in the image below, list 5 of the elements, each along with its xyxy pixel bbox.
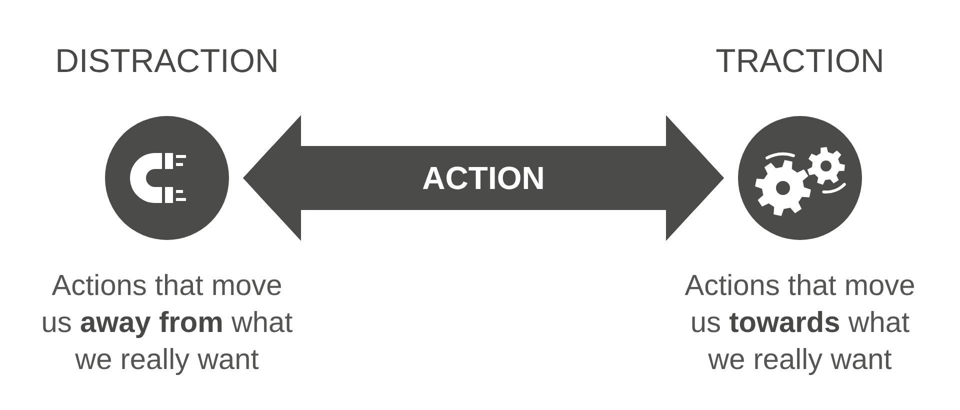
node-description: Actions that move us towards what we really want: [684, 269, 916, 378]
node-title: DISTRACTION: [55, 41, 279, 81]
node-description: Actions that move us away from what we really want: [40, 269, 294, 378]
double-arrow: [243, 115, 724, 241]
node-title: TRACTION: [716, 41, 884, 81]
